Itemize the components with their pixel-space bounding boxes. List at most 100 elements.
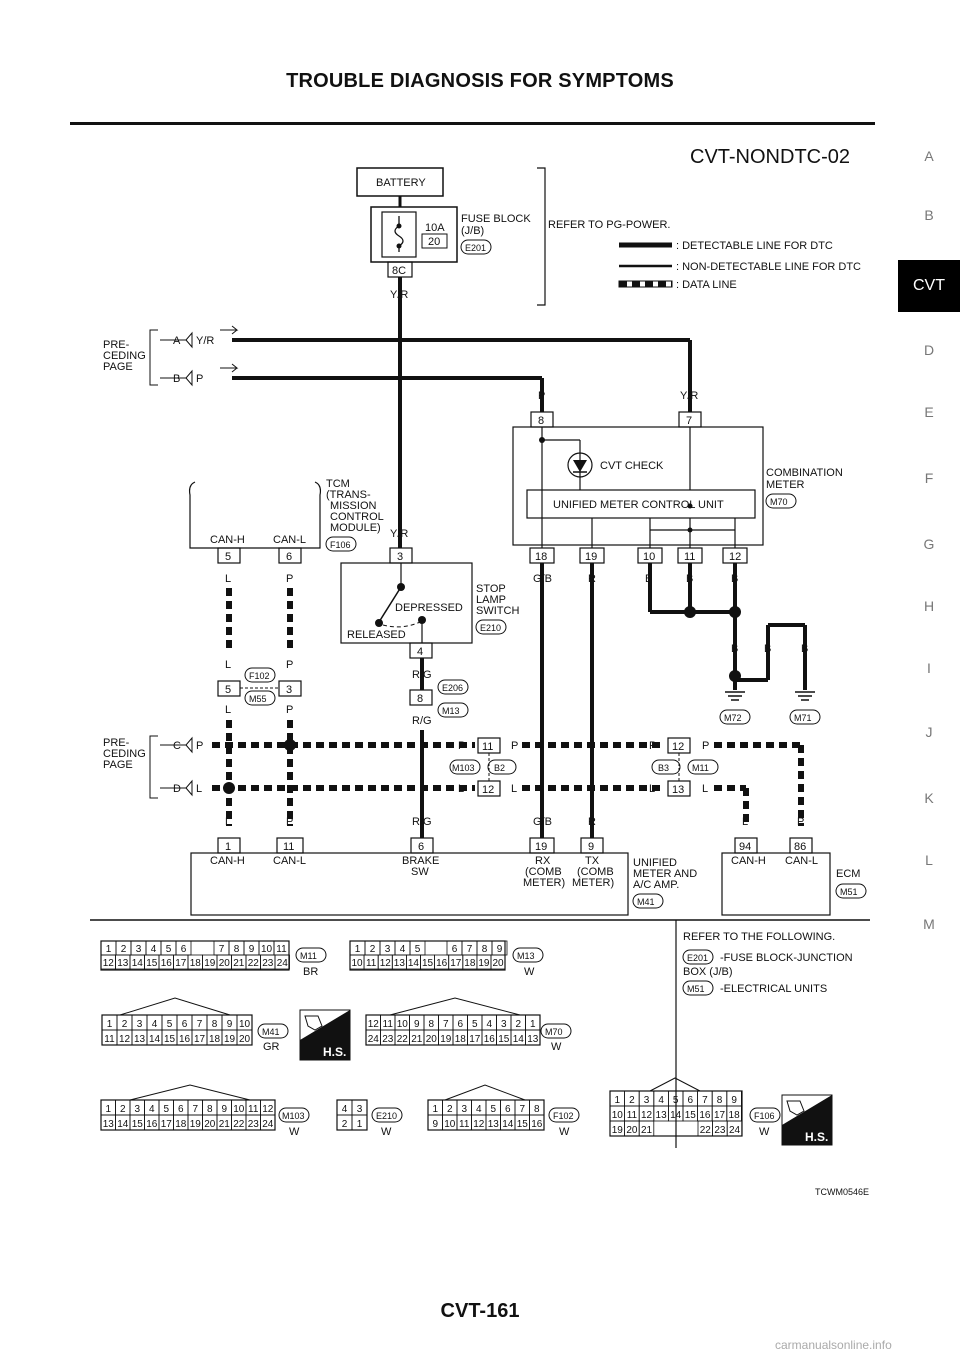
m11-pin-label: 15 — [146, 958, 158, 969]
meter-name-2: METER — [766, 479, 805, 491]
m41-pin-label: 3 — [137, 1019, 143, 1030]
side-tab-k[interactable]: K — [924, 790, 934, 806]
meter-pin-19: 19 — [585, 551, 597, 563]
m11-pin-label: 11 — [276, 944, 287, 955]
tcm-canh: CAN-H — [210, 534, 245, 546]
conn-f106-tag: F106 — [754, 1111, 775, 1121]
m13-pin-label: 14 — [408, 958, 420, 969]
unified-rx-1: RX — [535, 855, 551, 867]
f106-pin-label: 11 — [627, 1110, 638, 1121]
side-tab-j[interactable]: J — [925, 724, 933, 740]
preceding-1c: PAGE — [103, 361, 133, 373]
m70-pin-label: 18 — [455, 1034, 467, 1045]
side-tab-m[interactable]: M — [923, 916, 935, 932]
side-tab-g[interactable]: G — [923, 536, 935, 552]
f106-pin-label: 19 — [612, 1125, 624, 1136]
f106-pin-label: 13 — [656, 1110, 668, 1121]
m11-pin-label: 5 — [166, 944, 172, 955]
m103-pin-label: 18 — [175, 1119, 187, 1130]
ground-m71: M71 — [794, 713, 812, 723]
wire-gb-unified: G/B — [533, 816, 552, 828]
m103-pin-label: 2 — [120, 1104, 126, 1115]
watermark: carmanualsonline.info — [775, 1338, 892, 1352]
m103-pin-label: 19 — [190, 1119, 202, 1130]
m103-pin-label: 17 — [161, 1119, 173, 1130]
side-tab-h[interactable]: H — [923, 598, 935, 614]
m13-pin-label: 1 — [355, 944, 361, 955]
fuse-block-box — [370, 206, 458, 263]
m13-pin-label: 2 — [370, 944, 376, 955]
side-tab-e[interactable]: E — [924, 404, 934, 420]
m103-key — [129, 1084, 251, 1101]
legend-dataline: : DATA LINE — [676, 279, 737, 291]
f102-pin-label: 2 — [447, 1104, 453, 1115]
ecm-name: ECM — [836, 868, 860, 880]
m103-pin-label: 11 — [248, 1104, 259, 1115]
m70-pin-label: 12 — [368, 1019, 380, 1030]
m13-pin-label: 5 — [415, 944, 421, 955]
meter-pin-18: 18 — [535, 551, 547, 563]
side-tab-l[interactable]: L — [925, 852, 933, 868]
side-tab-cvt[interactable]: CVT — [898, 260, 960, 312]
m103-pin-label: 7 — [192, 1104, 198, 1115]
m41-pin-label: 13 — [134, 1034, 146, 1045]
legend-nondetectable: : NON-DETECTABLE LINE FOR DTC — [676, 261, 861, 273]
unified-canl: CAN-L — [273, 855, 306, 867]
wire-l-m55: L — [225, 704, 231, 716]
page-number: CVT-161 — [440, 1300, 520, 1322]
f102-pin-label: 7 — [519, 1104, 525, 1115]
conn-f102-tag: F102 — [553, 1111, 574, 1121]
wire-p-m55: P — [286, 704, 293, 716]
wire-rg-m13: R/G — [412, 715, 432, 727]
m13-pin-label: 17 — [450, 958, 462, 969]
joint-pin-8: 8 — [417, 693, 423, 705]
conn-m11-tag: M11 — [300, 951, 317, 961]
refer-e201-desc-2: BOX (J/B) — [683, 966, 733, 978]
side-tab-f[interactable]: F — [924, 470, 934, 486]
joint-m13: M13 — [442, 706, 460, 716]
tcm-l5: MODULE) — [330, 522, 381, 534]
refer-pg: REFER TO PG-POWER. — [548, 219, 670, 231]
figure-id: TCWM0546E — [815, 1187, 869, 1197]
m103-cell — [260, 1114, 276, 1131]
stop-pin-3: 3 — [397, 551, 403, 563]
conn-m103-tag: M103 — [282, 1111, 305, 1121]
m13-pin-label: 10 — [351, 958, 363, 969]
joint-pin-11: 11 — [482, 741, 493, 753]
m103-pin-label: 3 — [134, 1104, 140, 1115]
depressed-label: DEPRESSED — [395, 602, 463, 614]
m11-pin-label: 13 — [117, 958, 129, 969]
m41-pin-label: 10 — [239, 1019, 251, 1030]
tcm-l4: CONTROL — [330, 511, 384, 523]
f102-pin-label: 12 — [473, 1119, 485, 1130]
fuse-icon — [381, 211, 417, 258]
side-tab-d[interactable]: D — [923, 342, 935, 358]
svg-text:H.S.: H.S. — [805, 1130, 828, 1144]
wire-rg-unified: R/G — [412, 816, 432, 828]
f106-pin-label: 14 — [670, 1110, 682, 1121]
m103-pin-label: 23 — [248, 1119, 260, 1130]
f102-pin-label: 11 — [459, 1119, 470, 1130]
preceding-1b: CEDING — [103, 350, 146, 362]
f102-pin-label: 8 — [534, 1104, 540, 1115]
f106-key — [649, 1077, 701, 1092]
f106-pin-label: 18 — [729, 1110, 741, 1121]
side-tab-i[interactable]: I — [927, 660, 931, 676]
side-tab-a[interactable]: A — [924, 148, 934, 164]
m70-pin-label: 1 — [530, 1019, 536, 1030]
f102-pin-label: 6 — [505, 1104, 511, 1115]
wire-p-tcm: P — [286, 573, 293, 585]
m41-pin-label: 14 — [149, 1034, 161, 1045]
ecm-conn: M51 — [840, 887, 858, 897]
joint-b2: B2 — [494, 763, 505, 773]
m41-pin-label: 17 — [194, 1034, 206, 1045]
m70-pin-label: 8 — [428, 1019, 434, 1030]
m70-pin-label: 6 — [457, 1019, 463, 1030]
m13-pin-label: 7 — [467, 944, 473, 955]
m11-pin-label: 19 — [204, 958, 216, 969]
wire-p-unified: P — [286, 816, 293, 828]
wire-p-meter: P — [538, 390, 545, 402]
hs-badge-1: H.S. — [299, 1009, 351, 1061]
side-tab-b[interactable]: B — [924, 207, 934, 223]
